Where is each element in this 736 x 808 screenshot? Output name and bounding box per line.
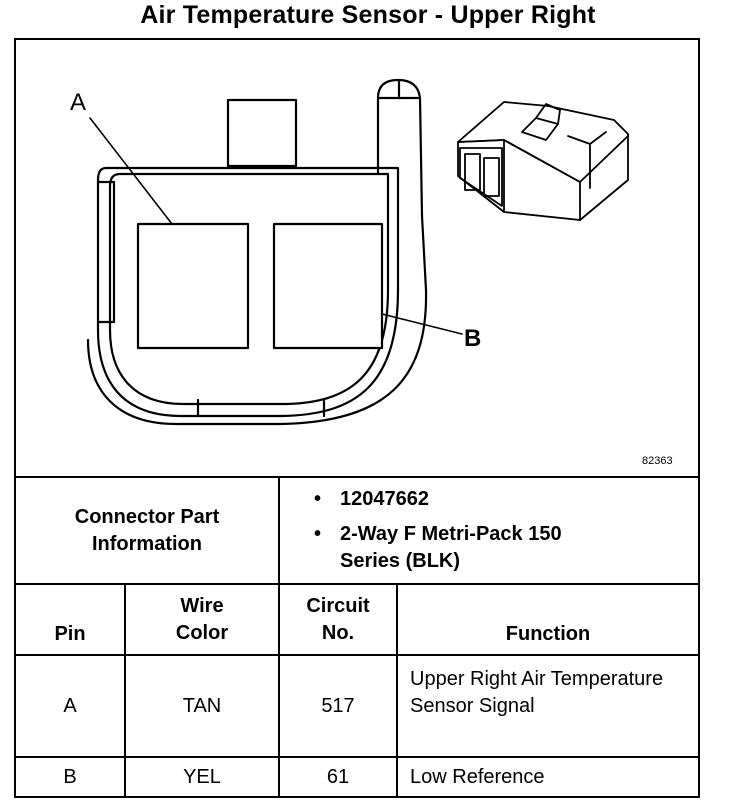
leader-line-b bbox=[381, 313, 463, 335]
bottom-ridge bbox=[196, 398, 326, 418]
row-b-circuit: 61 bbox=[326, 765, 350, 788]
connector-info-label: Connector Part Information bbox=[74, 505, 220, 555]
divider-col-pin bbox=[124, 583, 126, 796]
header-circuit-no: Circuit No. bbox=[306, 594, 370, 644]
connector-3d-view bbox=[457, 101, 629, 221]
divider-connector-info bbox=[16, 583, 698, 585]
divider-header bbox=[16, 654, 698, 656]
divider-row-a bbox=[16, 756, 698, 758]
connector-info-item: • 2-Way F Metri-Pack 150 Series (BLK) bbox=[314, 521, 694, 575]
bullet-dot: • bbox=[314, 523, 322, 545]
pin-b-label: B bbox=[464, 325, 481, 352]
leader-line-a bbox=[89, 117, 173, 225]
pin-a-cavity bbox=[136, 222, 250, 350]
row-a-function: Upper Right Air Temperature Sensor Signa… bbox=[410, 668, 664, 717]
header-pin: Pin bbox=[54, 623, 86, 645]
figure-id: 82363 bbox=[642, 455, 673, 467]
connector-sheet: A B 82363 Connector Part Information • 1… bbox=[14, 38, 700, 798]
row-b-pin: B bbox=[63, 765, 77, 788]
latch-tab bbox=[226, 98, 298, 168]
header-function: Function bbox=[505, 623, 591, 645]
row-b-wire-color: YEL bbox=[183, 765, 221, 788]
divider-info-col bbox=[278, 476, 280, 585]
row-b-function: Low Reference bbox=[410, 766, 545, 788]
lock-arm-cap bbox=[378, 80, 420, 100]
connector-info-list: • 12047662 • 2-Way F Metri-Pack 150 Seri… bbox=[314, 486, 694, 583]
page-title: Air Temperature Sensor - Upper Right bbox=[140, 1, 596, 29]
connector-drawing-svg: A B 82363 bbox=[70, 78, 673, 467]
row-a-wire-color: TAN bbox=[182, 694, 222, 717]
connector-type: 2-Way F Metri-Pack 150 Series (BLK) bbox=[340, 523, 562, 572]
row-a-circuit: 517 bbox=[321, 694, 355, 717]
divider-col-wire bbox=[278, 583, 280, 796]
connector-info-item: • 12047662 bbox=[314, 486, 694, 513]
side-rail-left bbox=[96, 180, 116, 324]
row-a-pin: A bbox=[63, 694, 77, 717]
header-wire-color: Wire Color bbox=[175, 594, 229, 644]
pin-b-cavity bbox=[272, 222, 384, 350]
part-number: 12047662 bbox=[340, 488, 429, 510]
divider-diagram bbox=[16, 476, 698, 478]
connector-diagram: A B 82363 bbox=[16, 40, 698, 476]
lock-arm bbox=[86, 78, 428, 426]
pin-a-label: A bbox=[70, 89, 86, 116]
bullet-dot: • bbox=[314, 488, 322, 510]
divider-col-circuit bbox=[396, 583, 398, 796]
